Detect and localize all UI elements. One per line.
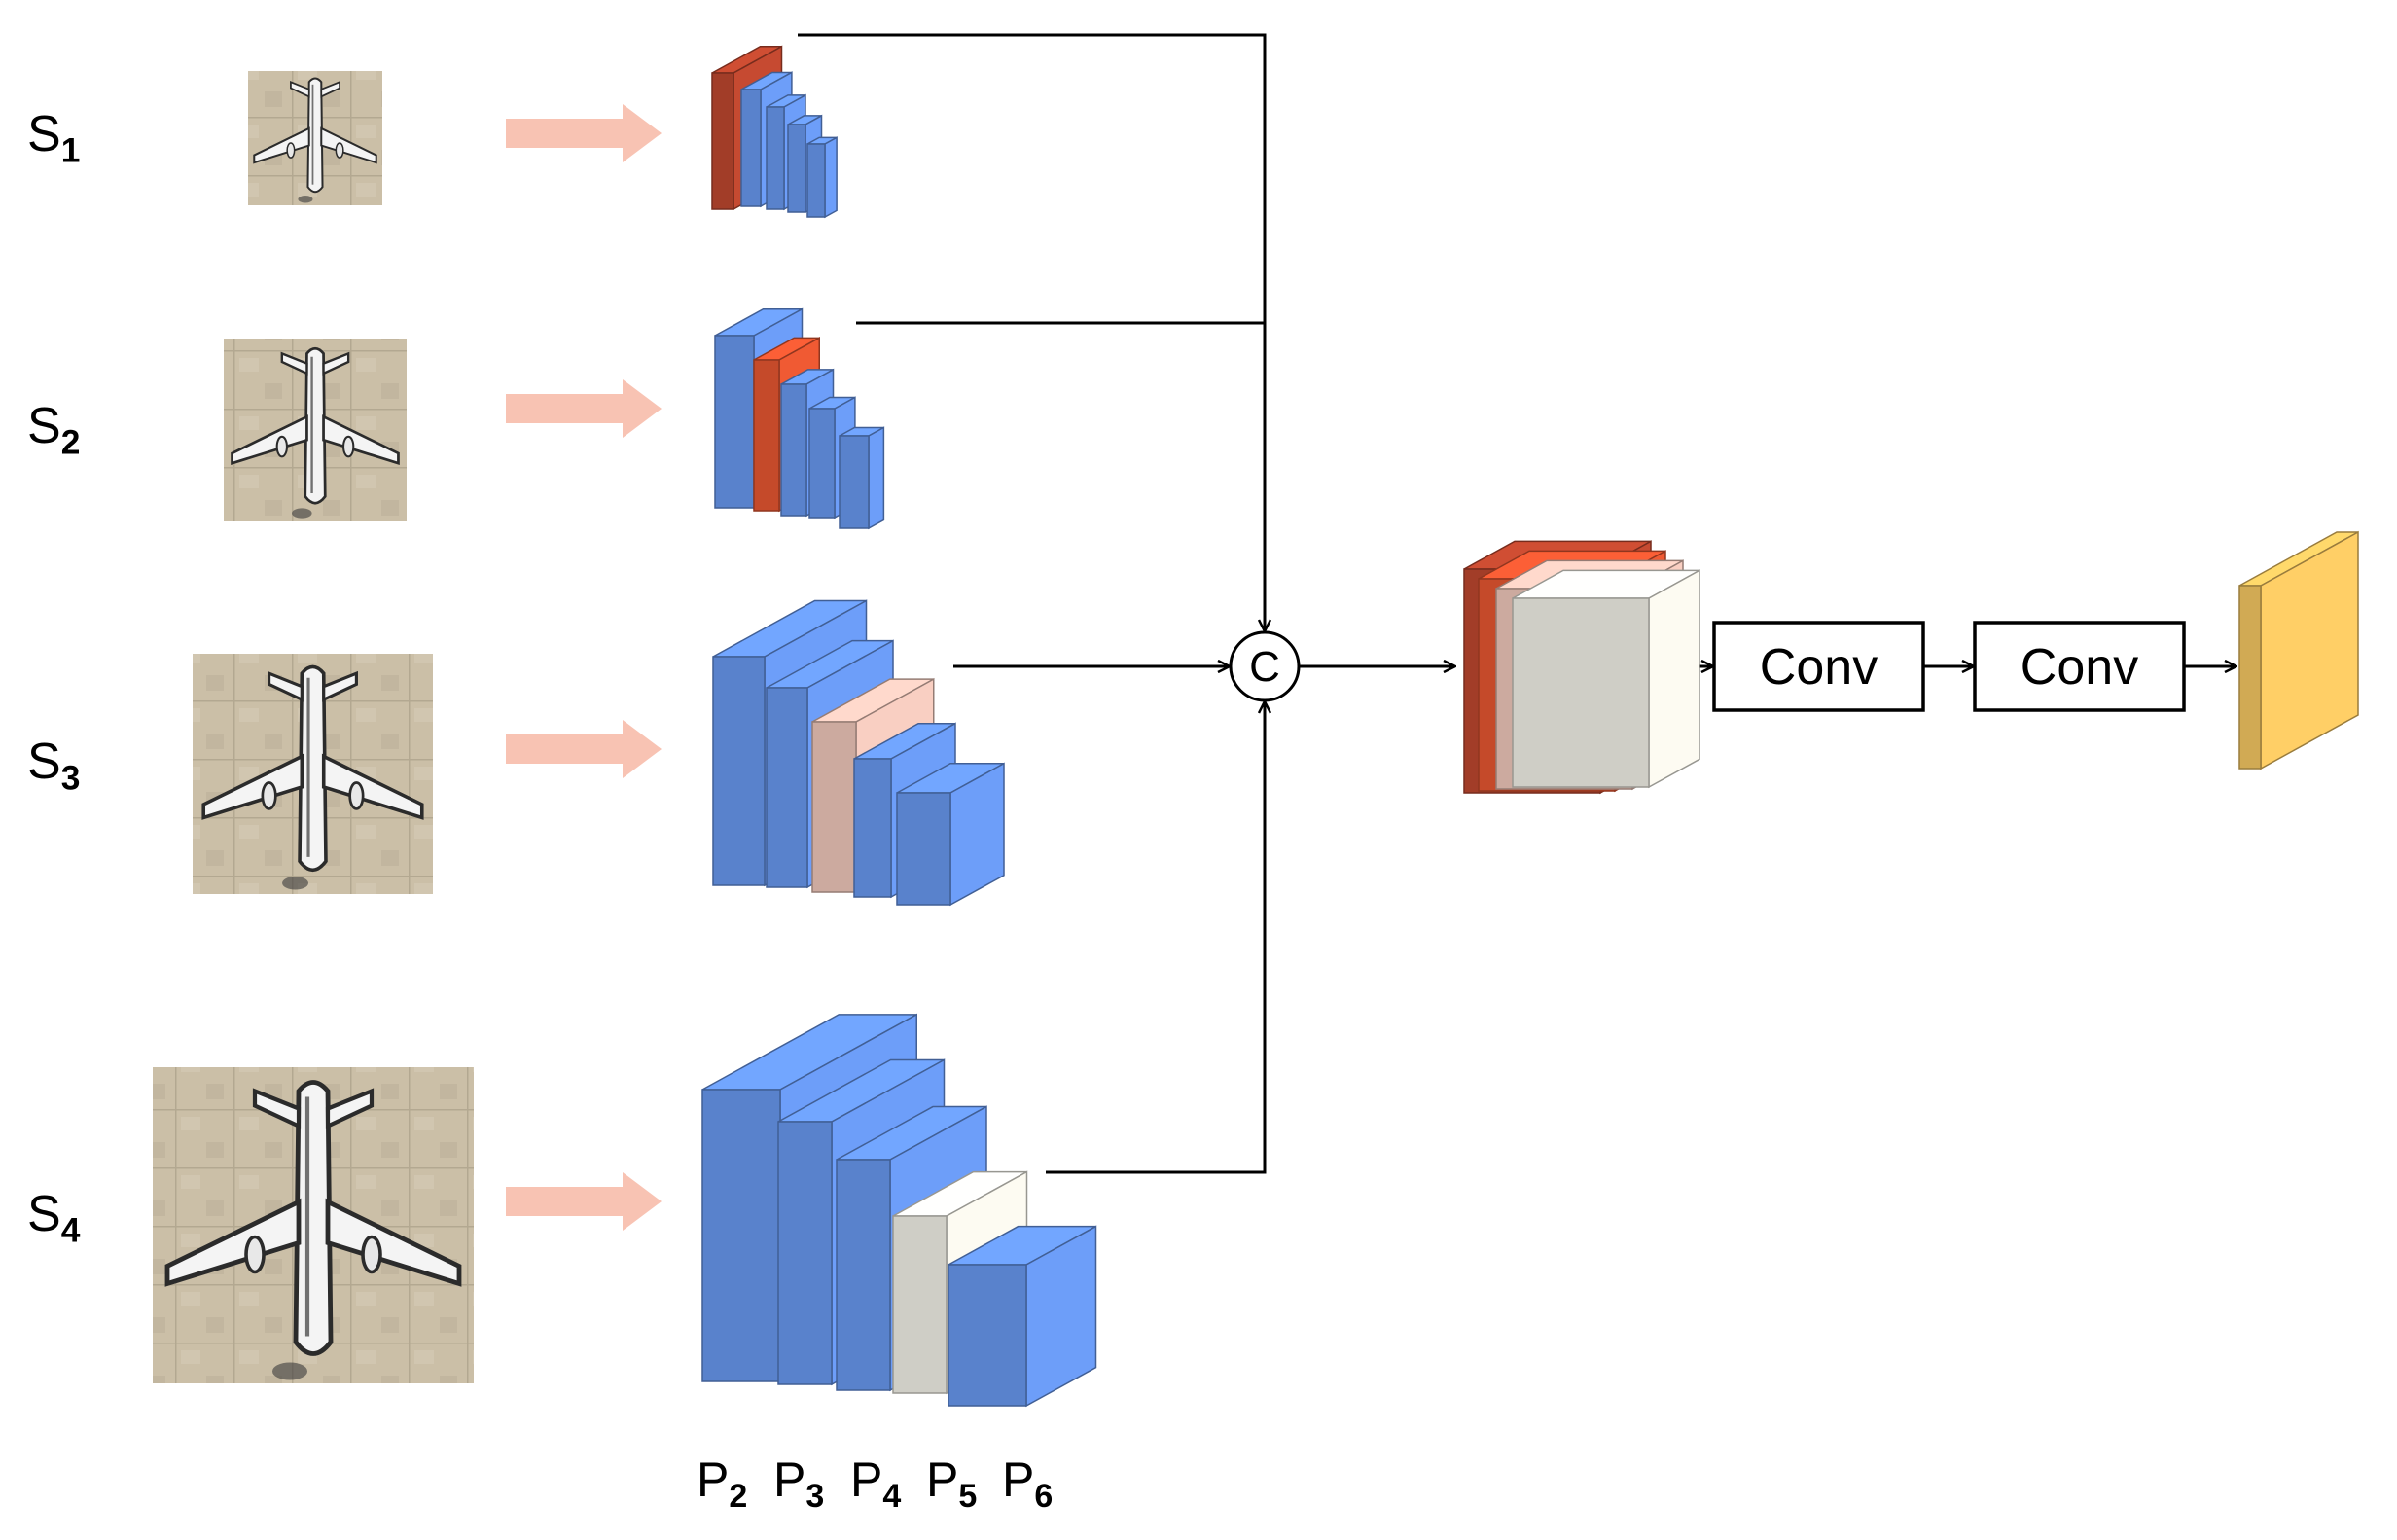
feature-map — [896, 762, 1005, 907]
level-label-p2-sub: 2 — [729, 1478, 747, 1515]
level-label-p4-main: P — [850, 1452, 882, 1507]
connector-s4 — [1046, 702, 1265, 1174]
aerial-image-s4 — [153, 1067, 474, 1383]
scale-label-3-main: S — [27, 734, 61, 790]
feature-map — [948, 1225, 1097, 1408]
scale-label-4-sub: 4 — [61, 1211, 81, 1249]
level-label-p2: P2 — [697, 1452, 747, 1515]
feature-pyramid-s4 — [701, 1013, 1097, 1408]
scale-label-4-main: S — [27, 1186, 61, 1242]
input-arrow-s2 — [506, 379, 662, 438]
level-label-p3: P3 — [773, 1452, 824, 1515]
feature-pyramid-s2 — [714, 307, 885, 530]
scale-label-2-main: S — [27, 398, 61, 454]
level-label-p6: P6 — [1002, 1452, 1053, 1515]
feature-map — [806, 136, 838, 219]
conv-label: Conv — [2021, 639, 2138, 696]
level-label-p6-main: P — [1002, 1452, 1034, 1507]
feature-pyramid-s3 — [712, 599, 1005, 907]
level-label-p4-sub: 4 — [882, 1478, 901, 1515]
level-label-p6-sub: 6 — [1034, 1478, 1053, 1515]
fused-feature-map — [1512, 569, 1700, 789]
concat-node — [1229, 630, 1301, 702]
aerial-image-s2 — [224, 339, 407, 521]
scale-label-2-sub: 2 — [61, 423, 81, 461]
input-arrow-s1 — [506, 104, 662, 162]
connector-s1 — [798, 33, 1265, 630]
scale-label-2: S2 — [27, 398, 80, 461]
input-arrow-s4 — [506, 1172, 662, 1231]
feature-map — [839, 426, 885, 530]
level-label-p3-sub: 3 — [805, 1478, 824, 1515]
feature-pyramid-s1 — [711, 45, 838, 219]
scale-label-4: S4 — [27, 1186, 81, 1249]
input-arrow-s3 — [506, 720, 662, 778]
level-label-p2-main: P — [697, 1452, 729, 1507]
level-label-p5-sub: 5 — [958, 1478, 977, 1515]
level-label-p5-main: P — [926, 1452, 958, 1507]
level-label-p3-main: P — [773, 1452, 805, 1507]
scale-label-1-main: S — [27, 106, 61, 162]
aerial-image-s1 — [248, 71, 382, 205]
conv-label: Conv — [1760, 639, 1878, 696]
scale-label-3-sub: 3 — [61, 759, 81, 797]
scale-label-3: S3 — [27, 734, 80, 797]
level-label-p4: P4 — [850, 1452, 901, 1515]
conv-block-2: Conv — [1973, 621, 2186, 712]
output-feature-map — [2238, 530, 2359, 770]
aerial-image-s3 — [193, 654, 433, 894]
fused-feature-stack — [1463, 540, 1700, 795]
concat-symbol: C — [1249, 643, 1280, 691]
scale-label-1: S1 — [27, 106, 80, 169]
scale-label-1-sub: 1 — [61, 131, 81, 169]
conv-block-1: Conv — [1712, 621, 1925, 712]
level-label-p5: P5 — [926, 1452, 977, 1515]
